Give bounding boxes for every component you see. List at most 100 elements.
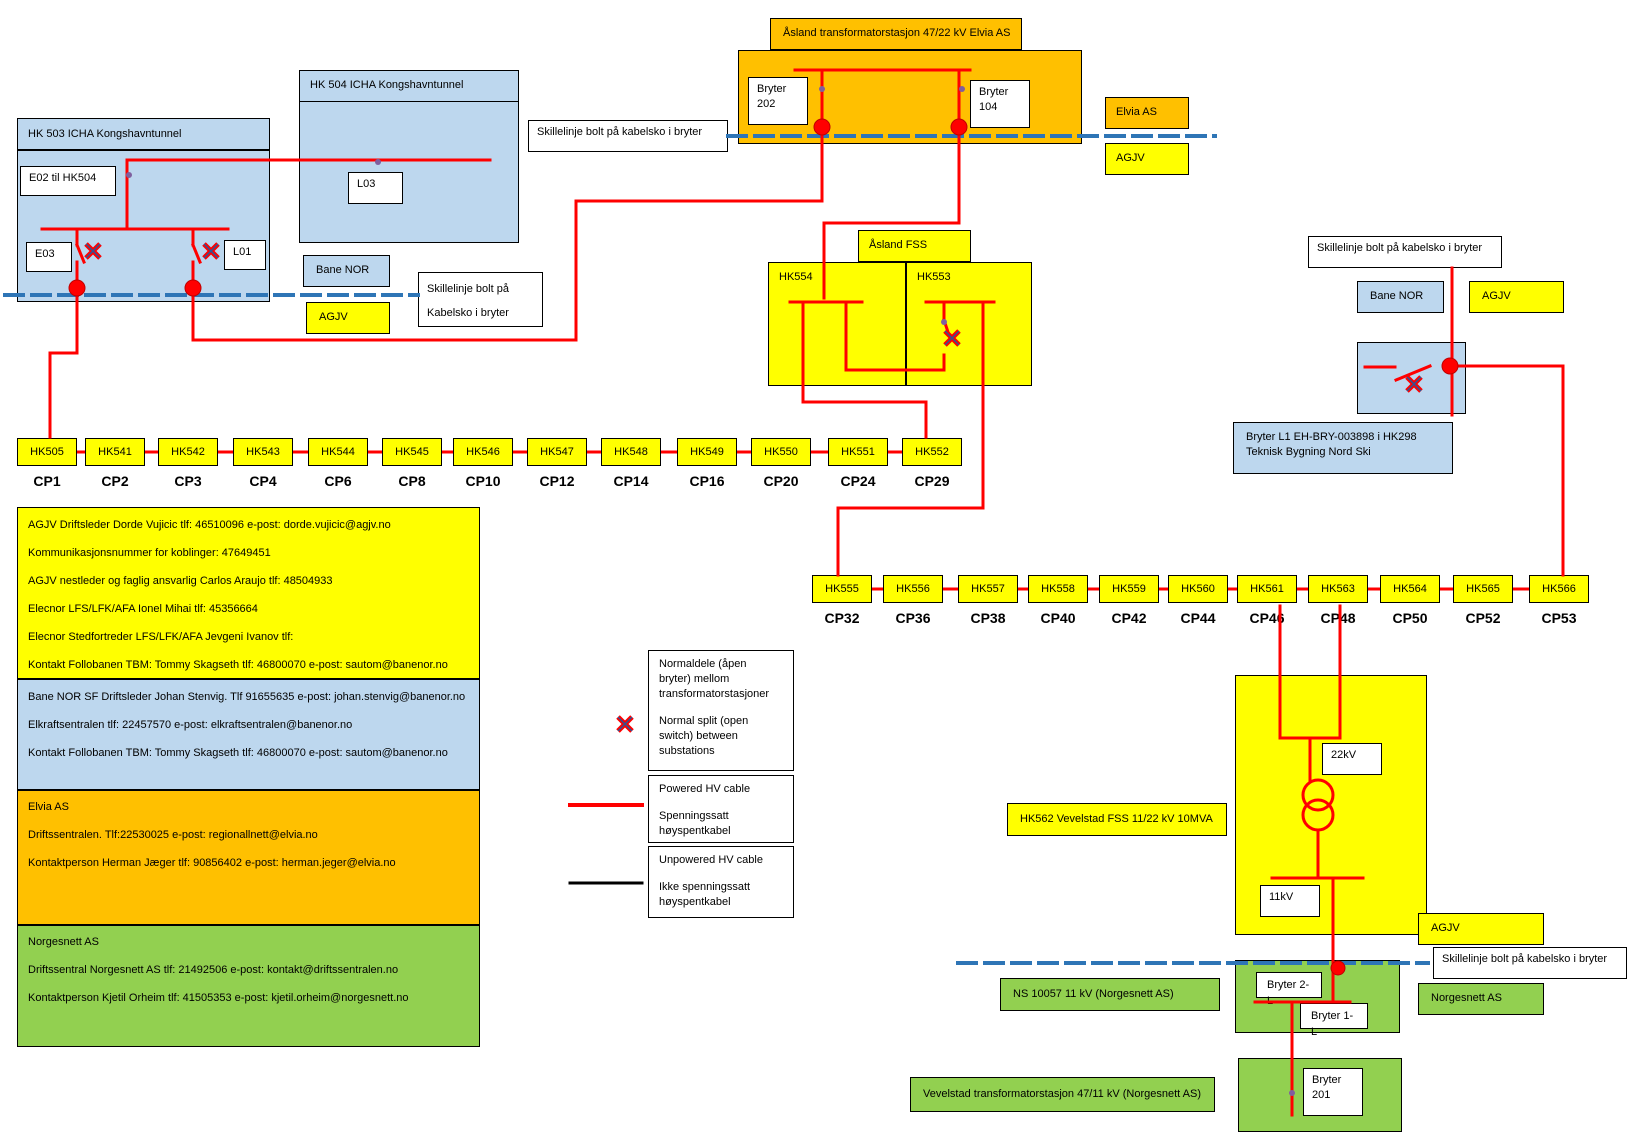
asland-title-box: Åsland transformatorstasjon 47/22 kV Elv… (770, 18, 1022, 50)
kv22-label: 22kV (1322, 743, 1382, 775)
separator-label-bottom: Skillelinje bolt på kabelsko i bryter (1433, 947, 1627, 979)
pivot-dots (126, 86, 1295, 1096)
cp-label-cp29: CP29 (914, 473, 950, 489)
hk-box-hk547: HK547 (527, 438, 587, 466)
cp-label-cp3: CP3 (174, 473, 202, 489)
kv11-label: 11kV (1260, 885, 1320, 917)
hk562-label: HK562 Vevelstad FSS 11/22 kV 10MVA (1007, 803, 1227, 836)
powered-cables (40, 68, 1565, 1117)
vevelstad-label: Vevelstad transformatorstasjon 47/11 kV … (910, 1077, 1215, 1112)
hk503-title: HK 503 ICHA Kongshavntunnel (28, 128, 182, 140)
cp-label-cp20: CP20 (763, 473, 799, 489)
hk-box-hk552: HK552 (902, 438, 962, 466)
hk553-title: HK553 (917, 271, 951, 283)
e02-label: E02 til HK504 (20, 166, 116, 196)
contact-norgesnett: Norgesnett AS Driftssentral Norgesnett A… (17, 925, 480, 1047)
hk-box-hk566: HK566 (1529, 575, 1589, 603)
contact-banenor: Bane NOR SF Driftsleder Johan Stenvig. T… (17, 679, 480, 790)
hk-box-hk551: HK551 (828, 438, 888, 466)
cp-label-cp14: CP14 (613, 473, 649, 489)
hk-box-hk555: HK555 (812, 575, 872, 603)
cp-label-cp36: CP36 (895, 610, 931, 626)
hk-box-hk560: HK560 (1168, 575, 1228, 603)
cp-label-cp16: CP16 (689, 473, 725, 489)
hk554-title: HK554 (779, 271, 813, 283)
cp-label-cp52: CP52 (1465, 610, 1501, 626)
cp-label-cp1: CP1 (33, 473, 61, 489)
hk-box-hk563: HK563 (1308, 575, 1368, 603)
zone-banenor-right: Bane NOR (1357, 281, 1444, 313)
hk-box-hk542: HK542 (158, 438, 218, 466)
separator-label-right: Skillelinje bolt på kabelsko i bryter (1308, 236, 1502, 268)
hk-box-hk557: HK557 (958, 575, 1018, 603)
zone-agjv-left: AGJV (306, 302, 390, 334)
zone-norgesnett: Norgesnett AS (1418, 983, 1544, 1015)
hk-box-hk505: HK505 (17, 438, 77, 466)
hk503-box (17, 150, 270, 302)
breaker-circles (68, 118, 1459, 976)
bryter-l1-line1: Bryter L1 EH-BRY-003898 i HK298 (1246, 431, 1417, 443)
l01-label: L01 (224, 240, 266, 270)
cp-label-cp48: CP48 (1320, 610, 1356, 626)
cp-label-cp38: CP38 (970, 610, 1006, 626)
bryter-1l-label: Bryter 1-L (1300, 1003, 1368, 1038)
hk-box-hk541: HK541 (85, 438, 145, 466)
hk-box-hk550: HK550 (751, 438, 811, 466)
hk-box-hk558: HK558 (1028, 575, 1088, 603)
cp-label-cp10: CP10 (465, 473, 501, 489)
cp-label-cp42: CP42 (1111, 610, 1147, 626)
hk-box-hk559: HK559 (1099, 575, 1159, 603)
contact-elvia: Elvia AS Driftssentralen. Tlf:22530025 e… (17, 790, 480, 925)
cp-label-cp32: CP32 (824, 610, 860, 626)
zone-agjv-top: AGJV (1105, 143, 1189, 175)
hk-box-hk546: HK546 (453, 438, 513, 466)
cp-label-cp50: CP50 (1392, 610, 1428, 626)
cp-label-cp6: CP6 (324, 473, 352, 489)
hk-box-hk549: HK549 (677, 438, 737, 466)
cp-label-cp46: CP46 (1249, 610, 1285, 626)
zone-agjv-right: AGJV (1469, 281, 1564, 313)
asland-title: Åsland transformatorstasjon 47/22 kV Elv… (783, 27, 1011, 39)
hk504-title-box: HK 504 ICHA Kongshavntunnel (299, 70, 519, 102)
hk503-title-box: HK 503 ICHA Kongshavntunnel (17, 118, 270, 150)
hk-box-hk565: HK565 (1453, 575, 1513, 603)
bryter-l1-info-box: Bryter L1 EH-BRY-003898 i HK298 Teknisk … (1233, 422, 1453, 474)
cp-label-cp2: CP2 (101, 473, 129, 489)
contact-agjv: AGJV Driftsleder Dorde Vujicic tlf: 4651… (17, 507, 480, 679)
hk-box-hk556: HK556 (883, 575, 943, 603)
open-switch-marks (84, 242, 1423, 733)
bryter-l1-line2: Teknisk Bygning Nord Ski (1246, 446, 1371, 458)
hk-box-hk561: HK561 (1237, 575, 1297, 603)
ns10057-label: NS 10057 11 kV (Norgesnett AS) (1000, 978, 1220, 1011)
e03-label: E03 (26, 242, 72, 272)
zone-agjv-bottom: AGJV (1418, 913, 1544, 945)
hk-box-hk548: HK548 (601, 438, 661, 466)
cp-label-cp44: CP44 (1180, 610, 1216, 626)
zone-banenor-left: Bane NOR (303, 255, 390, 287)
legend-x-icon (616, 715, 634, 733)
asland-fss-title: Åsland FSS (869, 239, 928, 251)
hk-box-hk543: HK543 (233, 438, 293, 466)
cp-label-cp12: CP12 (539, 473, 575, 489)
l03-label: L03 (348, 172, 403, 204)
hk-box-hk564: HK564 (1380, 575, 1440, 603)
hk-box-hk545: HK545 (382, 438, 442, 466)
asland-fss-box: Åsland FSS (858, 230, 971, 262)
cp-label-cp40: CP40 (1040, 610, 1076, 626)
cp-label-cp4: CP4 (249, 473, 277, 489)
hk553-box: HK553 (906, 262, 1032, 386)
separator-lines (3, 134, 1430, 965)
cp-label-cp24: CP24 (840, 473, 876, 489)
cp-label-cp53: CP53 (1541, 610, 1577, 626)
hk-box-hk544: HK544 (308, 438, 368, 466)
cp-label-cp8: CP8 (398, 473, 426, 489)
zone-elvia: Elvia AS (1105, 97, 1189, 129)
